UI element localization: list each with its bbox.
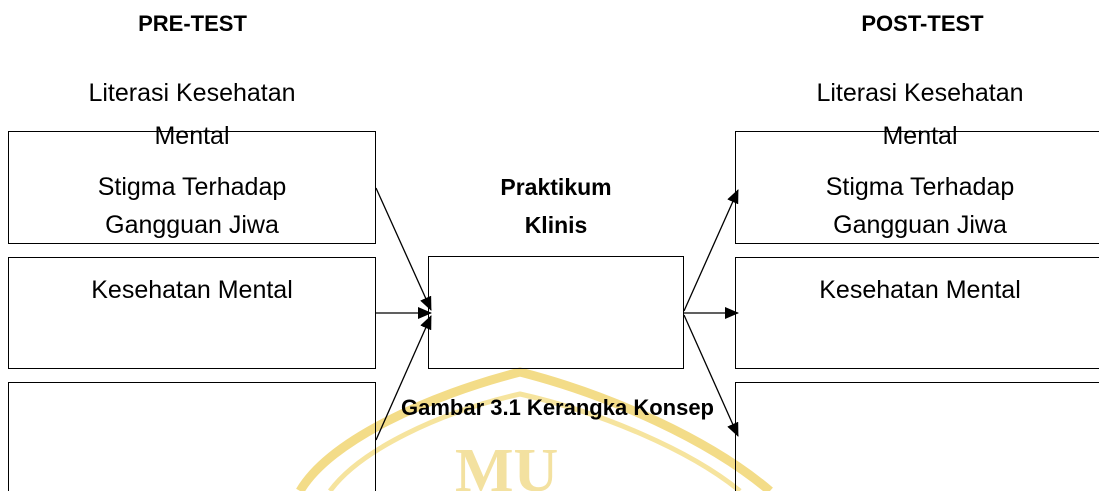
svg-text:MU: MU xyxy=(455,437,558,491)
arrow-center-to-literasi xyxy=(683,314,739,437)
pre-box-kesehatan-mental xyxy=(8,257,376,369)
pre-box-stigma xyxy=(8,131,376,244)
pre-literasi-line2: Mental xyxy=(154,122,230,150)
post-literasi-line1: Literasi Kesehatan xyxy=(816,79,1024,107)
post-stigma-line2: Gangguan Jiwa xyxy=(833,211,1007,239)
pre-stigma-line1: Stigma Terhadap xyxy=(97,173,287,201)
pre-stigma-line2: Gangguan Jiwa xyxy=(105,211,279,239)
post-stigma-line1: Stigma Terhadap xyxy=(825,173,1015,201)
figure-caption: Gambar 3.1 Kerangka Konsep xyxy=(400,395,714,420)
pre-kesehatan-mental: Kesehatan Mental xyxy=(91,276,293,304)
arrow-stigma-to-center xyxy=(375,187,432,311)
post-kesehatan-mental: Kesehatan Mental xyxy=(819,276,1021,304)
arrow-literasi-to-center xyxy=(375,315,432,441)
post-test-header: POST-TEST xyxy=(861,11,984,36)
post-literasi-line2: Mental xyxy=(882,122,958,150)
pre-literasi-line1: Literasi Kesehatan xyxy=(88,79,296,107)
center-label-line2: Klinis xyxy=(524,212,588,238)
arrow-center-to-stigma xyxy=(683,189,739,312)
pre-box-literasi xyxy=(8,382,376,491)
pre-test-header: PRE-TEST xyxy=(138,11,247,36)
center-label-line1: Praktikum xyxy=(500,174,612,200)
post-box-stigma xyxy=(735,131,1099,244)
